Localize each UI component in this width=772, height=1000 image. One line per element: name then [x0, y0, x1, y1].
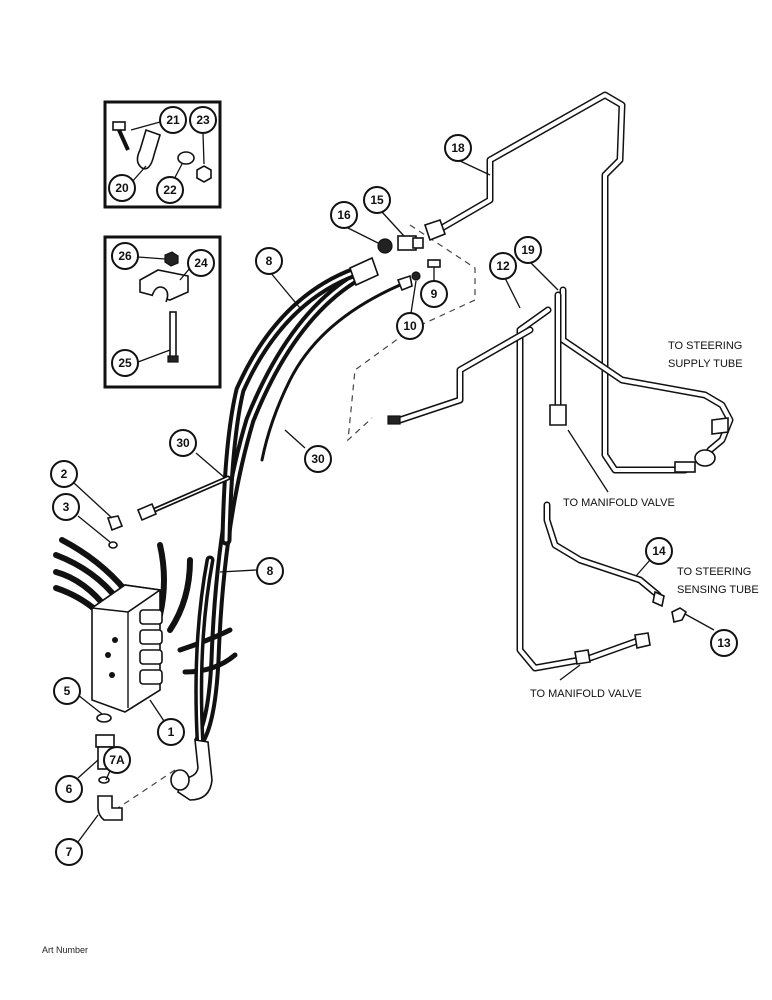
nut-part — [164, 251, 179, 267]
svg-text:7: 7 — [66, 845, 73, 859]
bolt-part — [112, 121, 130, 151]
callout-7: 7 — [55, 838, 83, 866]
dashed-connector — [114, 769, 176, 811]
label-steering-sensing-1: TO STEERING — [677, 566, 751, 578]
callout-7a: 7A — [103, 746, 131, 774]
callout-8-lower: 8 — [256, 557, 284, 585]
hose-30-lower — [136, 475, 231, 522]
callout-24: 24 — [187, 249, 215, 277]
callout-1: 1 — [157, 718, 185, 746]
mounting-block-part — [139, 269, 189, 303]
svg-text:30: 30 — [176, 436, 190, 450]
label-manifold-valve-lower: TO MANIFOLD VALVE — [530, 688, 642, 700]
label-steering-supply-1: TO STEERING — [668, 340, 742, 352]
fitting-part — [387, 218, 729, 665]
callout-9: 9 — [420, 280, 448, 308]
callout-30-left: 30 — [169, 429, 197, 457]
svg-text:14: 14 — [652, 544, 666, 558]
svg-text:8: 8 — [267, 564, 274, 578]
washer-16 — [377, 238, 393, 254]
callout-19: 19 — [514, 236, 542, 264]
label-steering-sensing-2: SENSING TUBE — [677, 584, 759, 596]
callout-14: 14 — [645, 537, 673, 565]
art-number: Art Number — [42, 945, 88, 955]
svg-text:15: 15 — [370, 193, 384, 207]
callout-16: 16 — [330, 201, 358, 229]
bolt-part — [167, 311, 179, 363]
svg-text:21: 21 — [166, 113, 180, 127]
label-steering-supply-2: SUPPLY TUBE — [668, 358, 743, 370]
valve-block-1 — [89, 584, 163, 713]
svg-text:18: 18 — [451, 141, 465, 155]
callout-10: 10 — [396, 312, 424, 340]
leader-lines — [73, 159, 715, 843]
svg-text:7A: 7A — [109, 753, 125, 767]
hose-30-upper — [260, 274, 413, 462]
svg-text:23: 23 — [196, 113, 210, 127]
oring-5 — [96, 713, 112, 723]
svg-text:12: 12 — [496, 259, 510, 273]
tube-lower-manifold — [586, 636, 644, 662]
callout-21: 21 — [159, 106, 187, 134]
callout-8-upper: 8 — [255, 247, 283, 275]
svg-text:26: 26 — [118, 249, 132, 263]
clamp-part — [136, 128, 161, 170]
svg-text:6: 6 — [66, 782, 73, 796]
nut-part — [196, 165, 212, 183]
svg-text:22: 22 — [163, 183, 177, 197]
washer-part — [177, 151, 195, 165]
hose-8 — [194, 256, 379, 746]
fitting-2 — [106, 515, 124, 532]
svg-text:19: 19 — [521, 243, 535, 257]
tube-12 — [516, 306, 584, 672]
callout-23: 23 — [189, 106, 217, 134]
fitting-15 — [397, 235, 424, 251]
callout-25: 25 — [111, 349, 139, 377]
svg-text:20: 20 — [115, 181, 129, 195]
callout-15: 15 — [363, 186, 391, 214]
oring-3 — [108, 541, 118, 549]
callout-6: 6 — [55, 775, 83, 803]
tube-dashed-region — [396, 326, 534, 424]
callout-30-right: 30 — [304, 445, 332, 473]
tube-14 — [543, 501, 662, 599]
svg-text:24: 24 — [194, 256, 208, 270]
svg-text:25: 25 — [118, 356, 132, 370]
svg-text:9: 9 — [431, 287, 438, 301]
callout-5: 5 — [53, 677, 81, 705]
callout-13: 13 — [710, 629, 738, 657]
svg-text:3: 3 — [63, 500, 70, 514]
label-manifold-valve-upper: TO MANIFOLD VALVE — [563, 497, 675, 509]
svg-text:10: 10 — [403, 319, 417, 333]
svg-text:1: 1 — [168, 725, 175, 739]
callout-2: 2 — [50, 460, 78, 488]
washer-10 — [411, 271, 421, 281]
svg-text:2: 2 — [61, 467, 68, 481]
elbow-fitting-end — [170, 769, 190, 791]
callout-20: 20 — [108, 174, 136, 202]
callout-3: 3 — [52, 493, 80, 521]
callout-22: 22 — [156, 176, 184, 204]
svg-text:5: 5 — [64, 684, 71, 698]
svg-text:30: 30 — [311, 452, 325, 466]
tube-18 — [431, 91, 689, 474]
tube-19 — [554, 286, 734, 454]
elbow-7 — [97, 795, 123, 821]
svg-text:8: 8 — [266, 254, 273, 268]
callout-18: 18 — [444, 134, 472, 162]
callout-26: 26 — [111, 242, 139, 270]
callout-12: 12 — [489, 252, 517, 280]
fitting-9 — [427, 259, 441, 268]
svg-text:16: 16 — [337, 208, 351, 222]
svg-text:13: 13 — [717, 636, 731, 650]
